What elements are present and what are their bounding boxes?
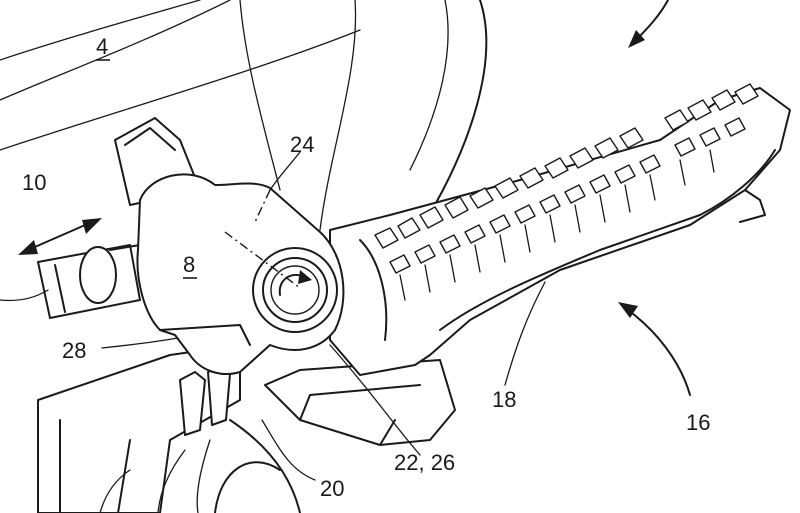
ref-label-16: 16 [686, 410, 710, 435]
ref-label-24: 24 [290, 132, 314, 157]
ref-label-18: 18 [492, 387, 516, 412]
ref-label-28: 28 [62, 338, 86, 363]
ref-label-22-26: 22, 26 [394, 450, 455, 475]
ref-label-4: 4 [96, 34, 108, 59]
lower-bracket [38, 345, 300, 513]
pivot-plate [137, 174, 343, 374]
direction-arrow-top [628, 0, 668, 48]
pedal-lever [330, 84, 790, 375]
pushrod [38, 245, 140, 318]
ref-label-20: 20 [320, 476, 344, 501]
ref-label-10: 10 [22, 170, 46, 195]
ref-label-8: 8 [183, 252, 195, 277]
arrow-16 [618, 302, 690, 395]
